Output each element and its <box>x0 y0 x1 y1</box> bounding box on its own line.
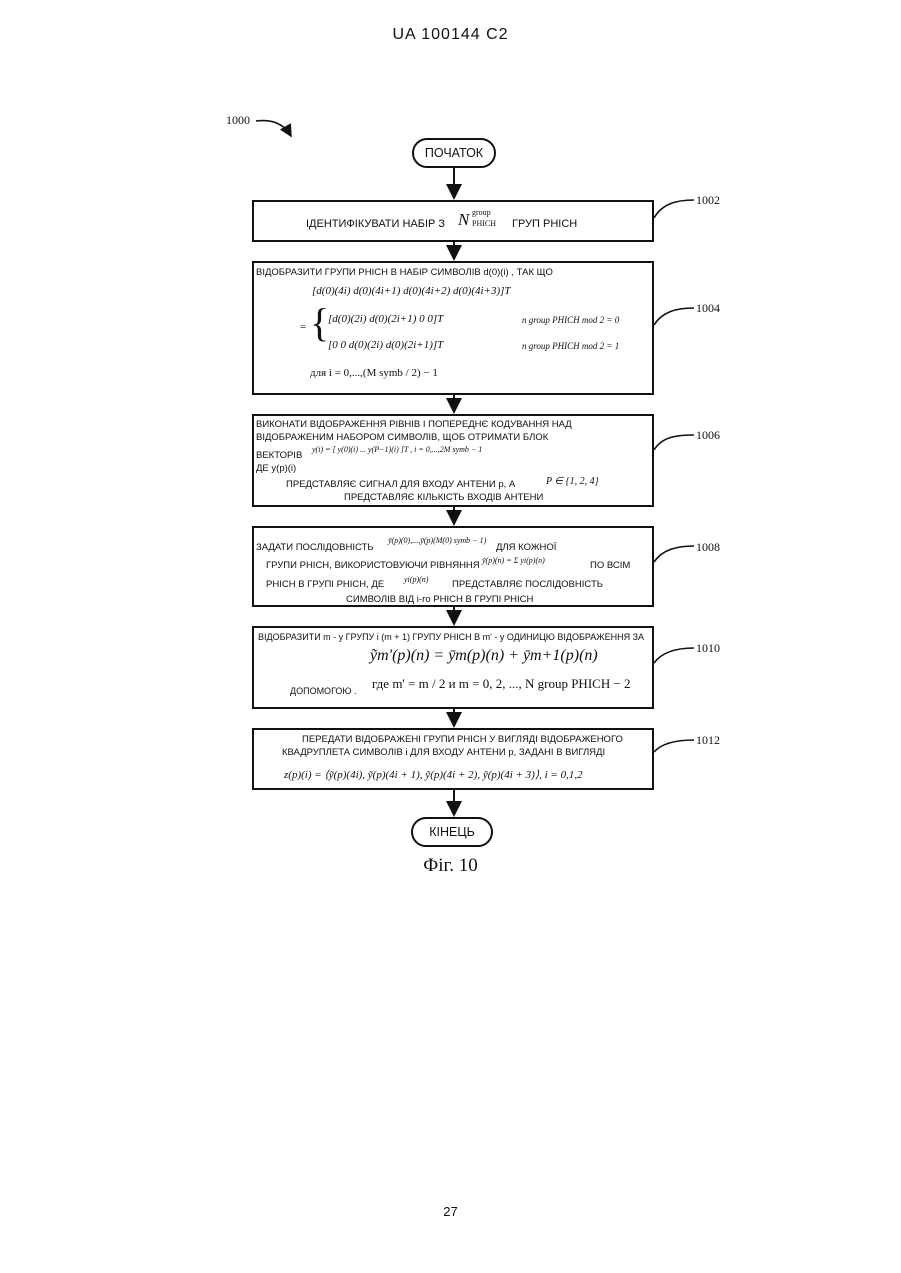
step-1006-line5-formula: P ∈ {1, 2, 4} <box>546 476 599 487</box>
step-1004-case2-cond: n group PHICH mod 2 = 1 <box>522 341 619 351</box>
step-1008-line3-formula: yi(p)(n) <box>404 575 428 584</box>
ref-leader <box>654 546 694 562</box>
step-1008-ref: 1008 <box>696 540 720 555</box>
step-1010-ref: 1010 <box>696 641 720 656</box>
step-1008-box: ЗАДАТИ ПОСЛІДОВНІСТЬ ȳ(p)(0),...,ȳ(p)(M(… <box>252 526 654 607</box>
step-1012-ref: 1012 <box>696 733 720 748</box>
ref-leader <box>654 740 694 752</box>
ref-leader <box>654 648 694 663</box>
step-1002-symbol: N <box>458 210 469 230</box>
step-1002-text-suffix: ГРУП PHICH <box>512 218 577 230</box>
end-terminal: КІНЕЦЬ <box>411 817 493 847</box>
step-1008-line3-prefix: PHICH В ГРУПІ PHICH, ДЕ <box>266 579 384 590</box>
step-1004-equals: = <box>300 321 306 333</box>
step-1010-formula: ỹm'(p)(n) = ȳm(p)(n) + ȳm+1(p)(n) <box>370 647 598 665</box>
figure-ref-arrow <box>256 121 291 136</box>
step-1010-where: где m' = m / 2 и m = 0, 2, ..., N group … <box>372 676 631 692</box>
ref-leader <box>654 308 694 325</box>
step-1006-ref: 1006 <box>696 428 720 443</box>
step-1010-line1: ВІДОБРАЗИТИ m - у ГРУПУ і (m + 1) ГРУПУ … <box>258 632 644 642</box>
step-1008-line2-prefix: ГРУПИ PHICH, ВИКОРИСТОВУЮЧИ РІВНЯННЯ <box>266 560 480 571</box>
step-1006-line2: ВІДОБРАЖЕНИМ НАБОРОМ СИМВОЛІВ, ЩОБ ОТРИМ… <box>256 432 548 443</box>
step-1010-box: ВІДОБРАЗИТИ m - у ГРУПУ і (m + 1) ГРУПУ … <box>252 626 654 709</box>
figure-reference: 1000 <box>226 113 250 128</box>
step-1012-box: ПЕРЕДАТИ ВІДОБРАЖЕНІ ГРУПИ PHICH У ВИГЛЯ… <box>252 728 654 790</box>
step-1002-text-prefix: ІДЕНТИФІКУВАТИ НАБІР З <box>306 218 445 230</box>
step-1004-brace: { <box>310 303 329 343</box>
step-1006-line4: ДЕ y(p)(i) <box>256 463 296 474</box>
step-1008-line1-formula: ȳ(p)(0),...,ȳ(p)(M(0) symb − 1) <box>388 536 486 545</box>
step-1006-line3-prefix: ВЕКТОРІВ <box>256 450 302 461</box>
step-1008-line1-prefix: ЗАДАТИ ПОСЛІДОВНІСТЬ <box>256 542 374 553</box>
step-1008-line2-formula: ȳ(p)(n) = Σ yi(p)(n) <box>482 556 545 565</box>
step-1006-line5-prefix: ПРЕДСТАВЛЯЄ СИГНАЛ ДЛЯ ВХОДУ АНТЕНИ p, А <box>286 479 515 490</box>
ref-leader <box>654 200 694 218</box>
ref-leader <box>654 435 694 450</box>
step-1002-symbol-sub: PHICH <box>472 219 496 228</box>
step-1012-line1: ПЕРЕДАТИ ВІДОБРАЖЕНІ ГРУПИ PHICH У ВИГЛЯ… <box>302 734 623 745</box>
step-1006-box: ВИКОНАТИ ВІДОБРАЖЕННЯ РІВНІВ І ПОПЕРЕДНЄ… <box>252 414 654 507</box>
step-1006-line1: ВИКОНАТИ ВІДОБРАЖЕННЯ РІВНІВ І ПОПЕРЕДНЄ… <box>256 419 572 430</box>
step-1012-line2: КВАДРУПЛЕТА СИМВОЛІВ і ДЛЯ ВХОДУ АНТЕНИ … <box>282 747 605 758</box>
start-terminal: ПОЧАТОК <box>412 138 496 168</box>
step-1008-line3-suffix: ПРЕДСТАВЛЯЄ ПОСЛІДОВНІСТЬ <box>452 579 603 590</box>
step-1002-box: ІДЕНТИФІКУВАТИ НАБІР З N group PHICH ГРУ… <box>252 200 654 242</box>
step-1004-line1: ВІДОБРАЗИТИ ГРУПИ PHICH В НАБІР СИМВОЛІВ… <box>256 267 553 278</box>
figure-caption: Фіг. 10 <box>0 855 901 877</box>
step-1008-line1-suffix: ДЛЯ КОЖНОЇ <box>496 542 556 553</box>
step-1008-line4: СИМВОЛІВ ВІД i-го PHICH В ГРУПІ PHICH <box>346 594 533 605</box>
step-1002-ref: 1002 <box>696 193 720 208</box>
step-1004-vector: [d(0)(4i) d(0)(4i+1) d(0)(4i+2) d(0)(4i+… <box>312 285 511 297</box>
step-1004-case1-cond: n group PHICH mod 2 = 0 <box>522 315 619 325</box>
step-1004-box: ВІДОБРАЗИТИ ГРУПИ PHICH В НАБІР СИМВОЛІВ… <box>252 261 654 395</box>
start-label: ПОЧАТОК <box>425 146 483 160</box>
step-1002-symbol-sup: group <box>472 208 491 217</box>
step-1012-formula: z(p)(i) = ⟨ỹ(p)(4i), ỹ(p)(4i + 1), ỹ(p)(… <box>284 768 583 781</box>
end-label: КІНЕЦЬ <box>429 825 475 839</box>
step-1010-helper: ДОПОМОГОЮ . <box>290 686 357 696</box>
step-1004-case1: [d(0)(2i) d(0)(2i+1) 0 0]T <box>328 313 443 325</box>
step-1006-line6: ПРЕДСТАВЛЯЄ КІЛЬКІСТЬ ВХОДІВ АНТЕНИ <box>344 492 543 503</box>
step-1004-case2: [0 0 d(0)(2i) d(0)(2i+1)]T <box>328 339 443 351</box>
step-1006-line3-formula: y(i) = [ y(0)(i) ... y(P−1)(i) ]T , i = … <box>312 445 482 454</box>
step-1008-line2-suffix: ПО ВСІМ <box>590 560 630 571</box>
step-1004-range: для i = 0,...,(M symb / 2) − 1 <box>310 367 438 379</box>
step-1004-ref: 1004 <box>696 301 720 316</box>
